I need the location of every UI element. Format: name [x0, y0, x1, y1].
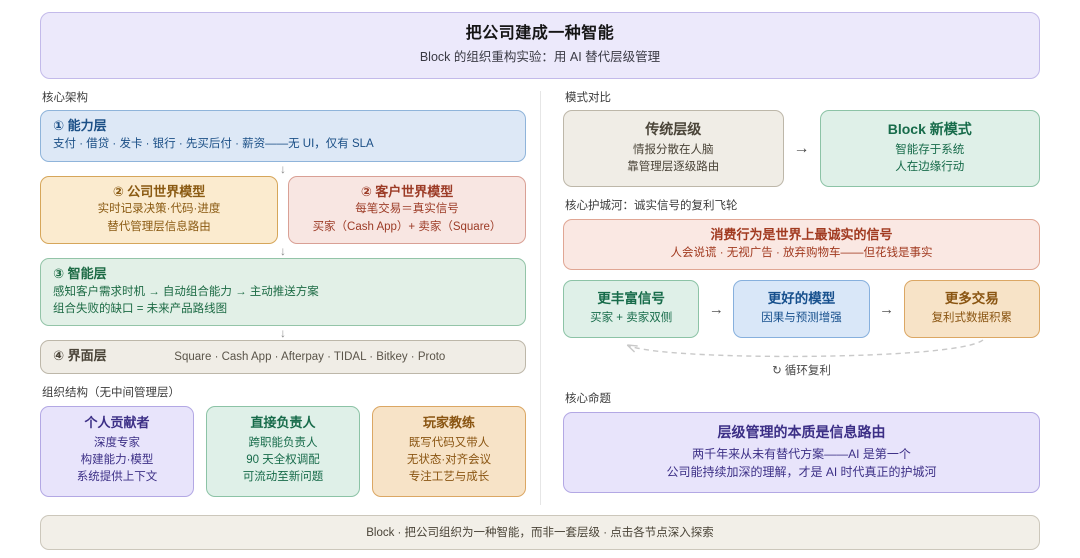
- flywheel-node-title: 更好的模型: [767, 291, 836, 307]
- left-column: 核心架构 ① 能力层 支付 · 借贷 · 发卡 · 银行 · 先买后付 · 薪资…: [40, 91, 540, 506]
- layer-line: 组合失败的缺口 = 未来产品路线图: [53, 302, 228, 315]
- layer-card-intelligence[interactable]: ③ 智能层 感知客户需求时机 → 自动组合能力 → 主动推送方案 组合失败的缺口…: [40, 257, 526, 327]
- role-card-directly-responsible[interactable]: 直接负责人 跨职能负责人 90 天全权调配 可流动至新问题: [206, 406, 360, 497]
- layer-title: ④ 界面层: [53, 348, 107, 364]
- layer-card-capability[interactable]: ① 能力层 支付 · 借贷 · 发卡 · 银行 · 先买后付 · 薪资——无 U…: [40, 110, 526, 162]
- moat-banner-line: 人会说谎 · 无视广告 · 放弃购物车——但花钱是事实: [670, 247, 933, 260]
- layer-title: ② 公司世界模型: [112, 183, 206, 199]
- layer-line: 每笔交易＝真实信号: [355, 203, 459, 216]
- flywheel-node-title: 更多交易: [944, 291, 999, 307]
- flywheel-loop-label: ↻ 循环复利: [772, 365, 831, 378]
- compare-title: Block 新模式: [887, 121, 972, 138]
- section-label-org-structure: 组织结构（无中间管理层）: [42, 387, 180, 400]
- role-title: 玩家教练: [422, 415, 475, 430]
- page-subtitle: Block 的组织重构实验：用 AI 替代层级管理: [419, 50, 661, 64]
- layer-card-company-world-model[interactable]: ② 公司世界模型 实时记录决策·代码·进度 替代管理层信息路由: [40, 175, 278, 244]
- role-line: 跨职能负责人: [248, 436, 318, 449]
- columns-wrapper: 核心架构 ① 能力层 支付 · 借贷 · 发卡 · 银行 · 先买后付 · 薪资…: [40, 90, 1040, 506]
- org-roles-row: 个人贡献者 深度专家 构建能力·模型 系统提供上下文 直接负责人 跨职能负责人 …: [40, 406, 526, 497]
- flywheel-node-richer-signal[interactable]: 更丰富信号 买家 + 卖家双侧: [563, 280, 700, 339]
- compare-card-traditional-hierarchy[interactable]: 传统层级 情报分散在人脑 靠管理层逐级路由: [563, 110, 784, 188]
- layer-line: 感知客户需求时机 → 自动组合能力 → 主动推送方案: [53, 285, 319, 298]
- role-line: 专注工艺与成长: [408, 471, 490, 484]
- section-label-mode-comparison: 模式对比: [565, 91, 611, 104]
- section-label-thesis: 核心命题: [565, 393, 611, 406]
- world-model-row: ② 公司世界模型 实时记录决策·代码·进度 替代管理层信息路由 ② 客户世界模型…: [40, 175, 526, 244]
- thesis-line: 公司能持续加深的理解，才是 AI 时代真正的护城河: [666, 465, 937, 480]
- thesis-line: 两千年来从未有替代方案——AI 是第一个: [692, 447, 911, 462]
- layer-line: 买家（Cash App）+ 卖家（Square）: [312, 220, 502, 233]
- arrow-down-icon: ↓: [280, 161, 286, 176]
- compare-line: 靠管理层逐级路由: [627, 160, 720, 173]
- arrow-down-icon: ↓: [280, 326, 286, 341]
- role-card-player-coach[interactable]: 玩家教练 既写代码又带人 无状态·对齐会议 专注工艺与成长: [372, 406, 526, 497]
- layer-title: ③ 智能层: [53, 265, 107, 281]
- flywheel-node-better-model[interactable]: 更好的模型 因果与预测增强: [733, 280, 870, 339]
- flywheel-row: 更丰富信号 买家 + 卖家双侧 → 更好的模型 因果与预测增强 → 更多交易 复…: [563, 280, 1040, 339]
- flywheel-node-line: 复利式数据积累: [931, 311, 1013, 324]
- layer-title: ① 能力层: [53, 118, 107, 134]
- right-column: 模式对比 传统层级 情报分散在人脑 靠管理层逐级路由 → Block 新模式 智…: [540, 90, 1040, 505]
- role-title: 直接负责人: [250, 415, 316, 430]
- flywheel-node-line: 买家 + 卖家双侧: [590, 311, 673, 324]
- architecture-stack: ① 能力层 支付 · 借贷 · 发卡 · 银行 · 先买后付 · 薪资——无 U…: [40, 110, 526, 375]
- arrow-right-icon: →: [879, 300, 895, 318]
- compare-line: 情报分散在人脑: [633, 143, 714, 156]
- arrow-right-icon: →: [793, 139, 810, 157]
- flywheel-node-more-transactions[interactable]: 更多交易 复利式数据积累: [903, 280, 1040, 339]
- compare-card-block-new-model[interactable]: Block 新模式 智能存于系统 人在边缘行动: [819, 110, 1040, 188]
- flywheel-loop-arrow-icon: [626, 339, 984, 358]
- flywheel-node-title: 更丰富信号: [597, 291, 665, 307]
- role-line: 构建能力·模型: [80, 454, 154, 467]
- hero-banner: 把公司建成一种智能 Block 的组织重构实验：用 AI 替代层级管理: [40, 12, 1040, 79]
- compare-line: 人在边缘行动: [895, 160, 965, 173]
- section-label-moat: 核心护城河：诚实信号的复利飞轮: [565, 200, 738, 213]
- moat-banner-card[interactable]: 消费行为是世界上最诚实的信号 人会说谎 · 无视广告 · 放弃购物车——但花钱是…: [563, 219, 1040, 271]
- layer-title: ② 客户世界模型: [360, 183, 454, 199]
- page-title: 把公司建成一种智能: [465, 25, 615, 42]
- thesis-card[interactable]: 层级管理的本质是信息路由 两千年来从未有替代方案——AI 是第一个 公司能持续加…: [563, 412, 1040, 494]
- layer-line: 实时记录决策·代码·进度: [97, 203, 221, 216]
- role-line: 90 天全权调配: [246, 454, 320, 467]
- role-line: 可流动至新问题: [242, 471, 324, 484]
- footer-bar: Block · 把公司组织为一种智能，而非一套层级 · 点击各节点深入探索: [40, 515, 1040, 550]
- section-label-architecture: 核心架构: [42, 91, 88, 104]
- layer-card-interface[interactable]: ④ 界面层 Square · Cash App · Afterpay · TID…: [40, 340, 526, 375]
- role-line: 既写代码又带人: [408, 436, 490, 449]
- layer-card-customer-world-model[interactable]: ② 客户世界模型 每笔交易＝真实信号 买家（Cash App）+ 卖家（Squa…: [288, 175, 526, 244]
- arrow-right-icon: →: [708, 300, 724, 318]
- flywheel-node-line: 因果与预测增强: [761, 311, 842, 324]
- compare-title: 传统层级: [645, 121, 702, 138]
- role-title: 个人贡献者: [84, 415, 150, 430]
- interface-product-list: Square · Cash App · Afterpay · TIDAL · B…: [174, 351, 446, 364]
- thesis-title: 层级管理的本质是信息路由: [717, 424, 886, 441]
- role-card-individual-contributor[interactable]: 个人贡献者 深度专家 构建能力·模型 系统提供上下文: [40, 406, 194, 497]
- role-line: 无状态·对齐会议: [406, 454, 492, 467]
- arrow-down-icon: ↓: [280, 243, 286, 258]
- layer-line: 替代管理层信息路由: [107, 220, 211, 233]
- role-line: 系统提供上下文: [76, 471, 158, 484]
- mode-comparison-row: 传统层级 情报分散在人脑 靠管理层逐级路由 → Block 新模式 智能存于系统…: [563, 110, 1040, 188]
- layer-line: 支付 · 借贷 · 发卡 · 银行 · 先买后付 · 薪资——无 UI，仅有 S…: [53, 138, 374, 151]
- moat-banner-title: 消费行为是世界上最诚实的信号: [710, 227, 893, 243]
- role-line: 深度专家: [94, 436, 140, 449]
- flywheel-section: 更丰富信号 买家 + 卖家双侧 → 更好的模型 因果与预测增强 → 更多交易 复…: [563, 280, 1040, 378]
- compare-line: 智能存于系统: [895, 143, 965, 156]
